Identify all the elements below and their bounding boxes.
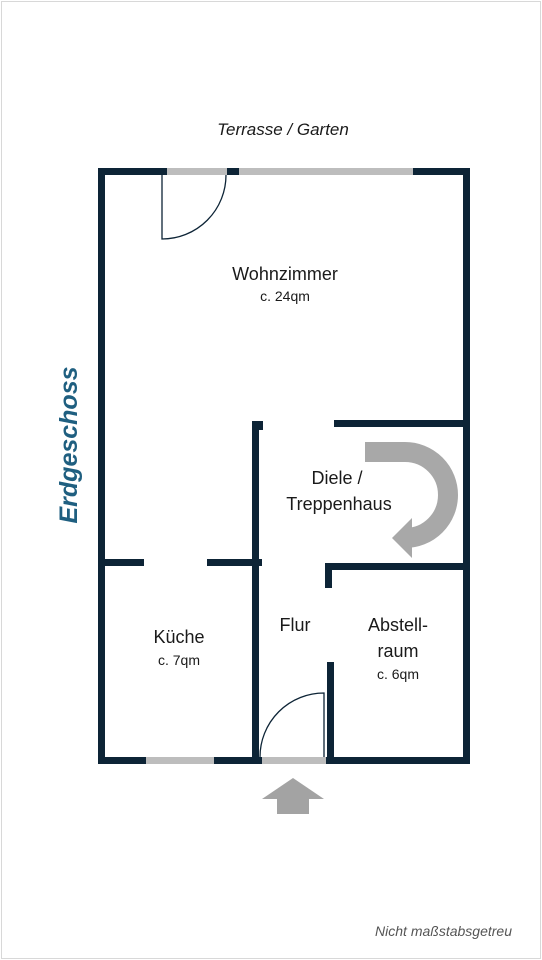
kitchen-wall-top-left: [98, 559, 144, 566]
window-kitchen: [146, 757, 214, 764]
scale-note: Nicht maßstabsgetreu: [375, 923, 512, 939]
room-area-abstellraum: c. 6qm: [377, 666, 419, 682]
outer-wall-right: [463, 168, 470, 764]
kitchen-wall-top-right: [207, 559, 262, 566]
room-name-diele-line1: Diele /: [311, 468, 362, 488]
room-name-flur: Flur: [280, 615, 311, 635]
entrance-threshold: [262, 757, 326, 764]
storage-wall-stub: [325, 563, 332, 588]
diele-wall-top: [334, 420, 470, 427]
outer-wall-left: [98, 168, 105, 764]
window-top-right: [239, 168, 413, 175]
room-area-wohnzimmer: c. 24qm: [260, 288, 310, 304]
room-name-diele-line2: Treppenhaus: [286, 494, 391, 514]
outside-label: Terrasse / Garten: [217, 120, 349, 139]
entrance-arrow: [262, 778, 324, 814]
windows: [146, 168, 413, 764]
room-area-kueche: c. 7qm: [158, 652, 200, 668]
doors: [161, 174, 325, 758]
room-name-wohnzimmer: Wohnzimmer: [232, 264, 338, 284]
stairs-arrow: [365, 442, 458, 548]
floor-label: Erdgeschoss: [55, 366, 83, 523]
room-name-kueche: Küche: [153, 627, 204, 647]
terrace-door: [161, 174, 227, 240]
room-name-abstellraum-line2: raum: [377, 641, 418, 661]
entrance-door: [259, 692, 325, 758]
stairs-arrowhead: [392, 518, 412, 558]
room-name-abstellraum-line1: Abstell-: [368, 615, 428, 635]
hall-wall-upper-stub: [252, 421, 263, 430]
window-top-left: [167, 168, 227, 175]
storage-wall-lower: [327, 662, 334, 764]
storage-wall-top: [325, 563, 470, 570]
hall-wall-vertical: [252, 426, 259, 764]
